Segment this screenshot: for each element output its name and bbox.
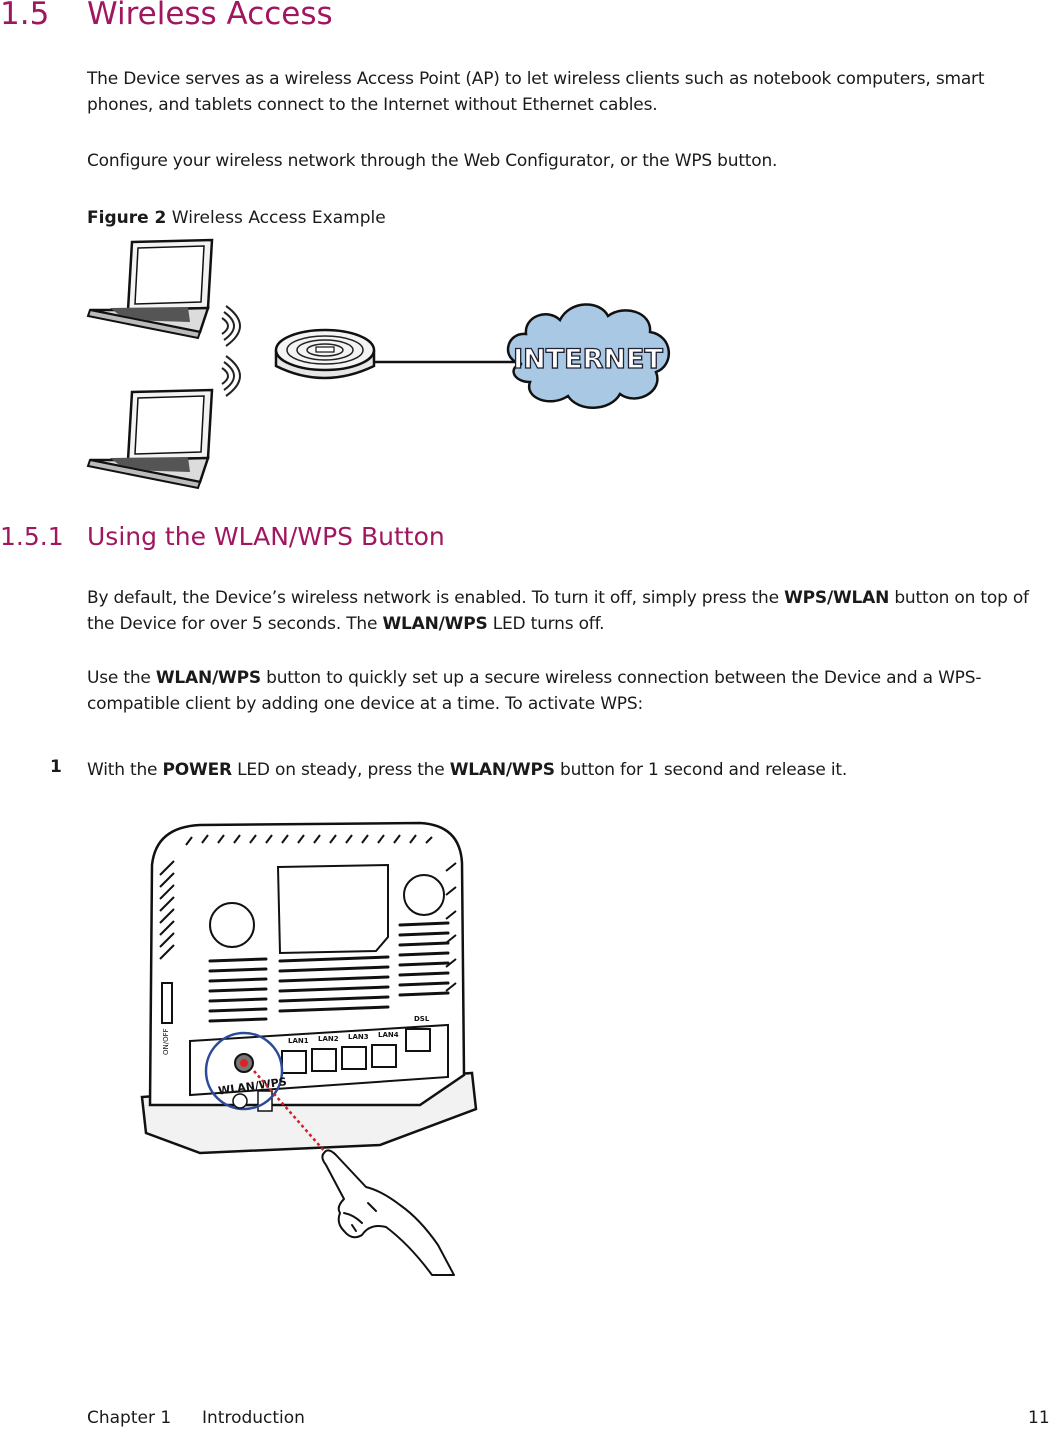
bold-term: WLAN/WPS — [155, 668, 261, 688]
lan3-port — [341, 1046, 367, 1070]
cloud-label: INTERNET — [513, 344, 663, 375]
bold-term: WPS/WLAN — [784, 588, 890, 608]
mount-hole-right — [403, 874, 445, 916]
text-run: With the — [87, 760, 163, 780]
wireless-access-figure: INTERNET — [86, 238, 671, 490]
text-run: LED turns off. — [487, 614, 605, 634]
bold-term: WLAN/WPS — [449, 760, 555, 780]
pointer-line — [253, 1070, 327, 1154]
lan4-port — [371, 1044, 397, 1068]
section-title: Wireless Access — [87, 0, 333, 32]
side-vents — [159, 834, 457, 992]
laptop-icon — [86, 238, 214, 340]
wlan-wps-highlight — [204, 1031, 284, 1111]
dsl-port — [405, 1028, 431, 1052]
section-paragraph-1: The Device serves as a wireless Access P… — [87, 69, 985, 115]
subsection-number: 1.5.1 — [0, 522, 64, 551]
mount-hole-left — [209, 902, 255, 948]
vent-grill — [208, 921, 450, 1023]
subsection-paragraph-2: Use the WLAN/WPS button to quickly set u… — [87, 665, 1047, 717]
wifi-signal-icon — [221, 305, 241, 397]
label-plate — [276, 863, 389, 955]
step-number: 1 — [50, 757, 62, 777]
section-heading: 1.5 Wireless Access — [0, 0, 333, 32]
reset-hole — [232, 1093, 248, 1109]
figure-caption: Figure 2 Wireless Access Example — [87, 208, 386, 228]
subsection-heading: 1.5.1 Using the WLAN/WPS Button — [0, 522, 445, 551]
port-label: DSL — [414, 1015, 430, 1023]
small-port — [257, 1090, 273, 1112]
footer-chapter: Chapter 1 — [87, 1408, 172, 1428]
ethernet-ports — [281, 1028, 431, 1074]
figure-label: Figure 2 — [87, 208, 167, 228]
power-switch — [161, 982, 173, 1024]
port-label: LAN4 — [378, 1031, 399, 1039]
lan2-port — [311, 1048, 337, 1072]
hand-icon — [321, 1149, 455, 1276]
subsection-paragraph-1: By default, the Device’s wireless networ… — [87, 585, 1047, 637]
laptop-icon — [86, 388, 214, 490]
step-text: With the POWER LED on steady, press the … — [87, 757, 1047, 783]
figure-title: Wireless Access Example — [171, 208, 386, 228]
bold-term: POWER — [162, 760, 233, 780]
bold-term: WLAN/WPS — [382, 614, 488, 634]
page-number: 11 — [1028, 1408, 1050, 1428]
subsection-title: Using the WLAN/WPS Button — [87, 522, 445, 551]
device-illustration: ON/OFF LAN1 LAN2 LAN3 LAN4 DSL WLAN/WPS — [140, 821, 478, 1276]
footer-chapter-title: Introduction — [202, 1408, 305, 1428]
section-number: 1.5 — [0, 0, 50, 32]
port-label: LAN3 — [348, 1033, 369, 1041]
button-center-dot — [240, 1059, 248, 1067]
text-run: button on top of the Device for over 5 s… — [87, 588, 1029, 634]
port-label: LAN2 — [318, 1035, 339, 1043]
port-labels: LAN1 LAN2 LAN3 LAN4 DSL — [288, 1015, 430, 1045]
text-run: button to quickly set up a secure wirele… — [87, 668, 982, 714]
lan1-port — [281, 1050, 307, 1074]
text-run: By default, the Device’s wireless networ… — [87, 588, 785, 608]
port-label: LAN1 — [288, 1037, 309, 1045]
power-switch-label: ON/OFF — [162, 1028, 170, 1055]
text-run: button for 1 second and release it. — [554, 760, 848, 780]
section-paragraph-2: Configure your wireless network through … — [87, 151, 778, 171]
access-point-icon — [274, 328, 376, 380]
internet-cloud-icon: INTERNET — [506, 303, 671, 409]
text-run: Use the — [87, 668, 156, 688]
text-run: LED on steady, press the — [231, 760, 450, 780]
